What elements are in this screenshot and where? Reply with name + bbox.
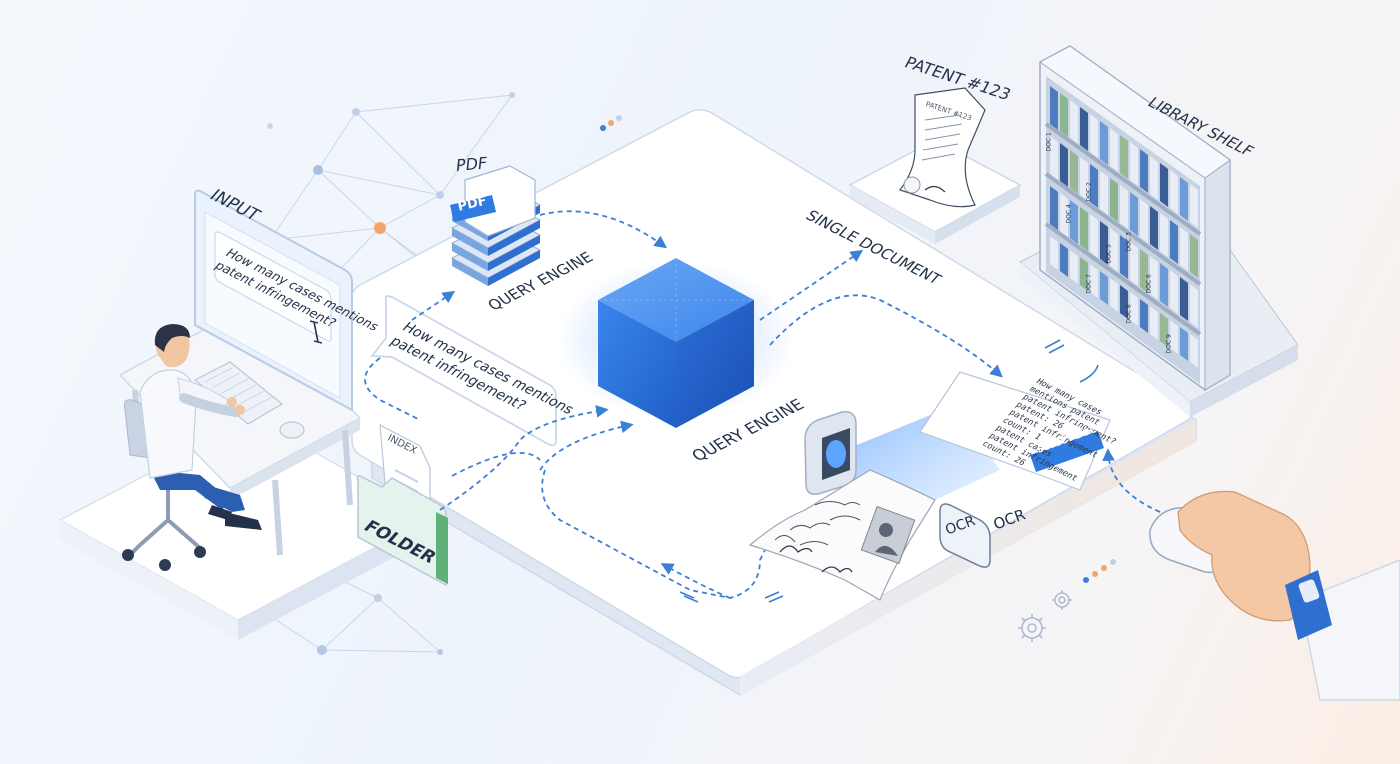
pdf-stack bbox=[450, 165, 542, 286]
flow-arrows bbox=[364, 210, 1161, 599]
gear-icon bbox=[1018, 590, 1072, 642]
library-shelf bbox=[1018, 45, 1299, 417]
shelf-book-label: DOC 1 bbox=[1045, 132, 1053, 152]
person bbox=[122, 324, 262, 571]
mouse bbox=[279, 421, 305, 439]
pdf-label: PDF bbox=[455, 153, 488, 175]
monitor bbox=[194, 189, 353, 412]
ocr-box bbox=[939, 503, 991, 568]
shelf-book-label: DOC 7 bbox=[1085, 274, 1093, 294]
books bbox=[1050, 86, 1198, 368]
text-cursor-icon bbox=[309, 320, 323, 344]
shelf-book-label: DOC 2 bbox=[1085, 182, 1093, 202]
query-engine-cube bbox=[556, 258, 796, 428]
shelf-book-label: DOC 4 bbox=[1065, 204, 1073, 224]
speech-bubble bbox=[370, 295, 557, 447]
patent-platform bbox=[848, 87, 1022, 244]
shelf-book-label: DOC 3 bbox=[1125, 232, 1133, 252]
shelf-book-label: DOC 6 bbox=[1145, 274, 1153, 294]
hand-mouse bbox=[1149, 490, 1400, 701]
folder bbox=[356, 423, 448, 587]
handwritten-document bbox=[748, 469, 936, 601]
result-document bbox=[919, 371, 1111, 491]
platform-marks bbox=[679, 339, 1099, 603]
shelf-book-label: DOC 9 bbox=[1165, 334, 1173, 354]
shelf-book-label: DOC 8 bbox=[1125, 304, 1133, 324]
shelf-book-label: DOC 5 bbox=[1105, 244, 1113, 264]
